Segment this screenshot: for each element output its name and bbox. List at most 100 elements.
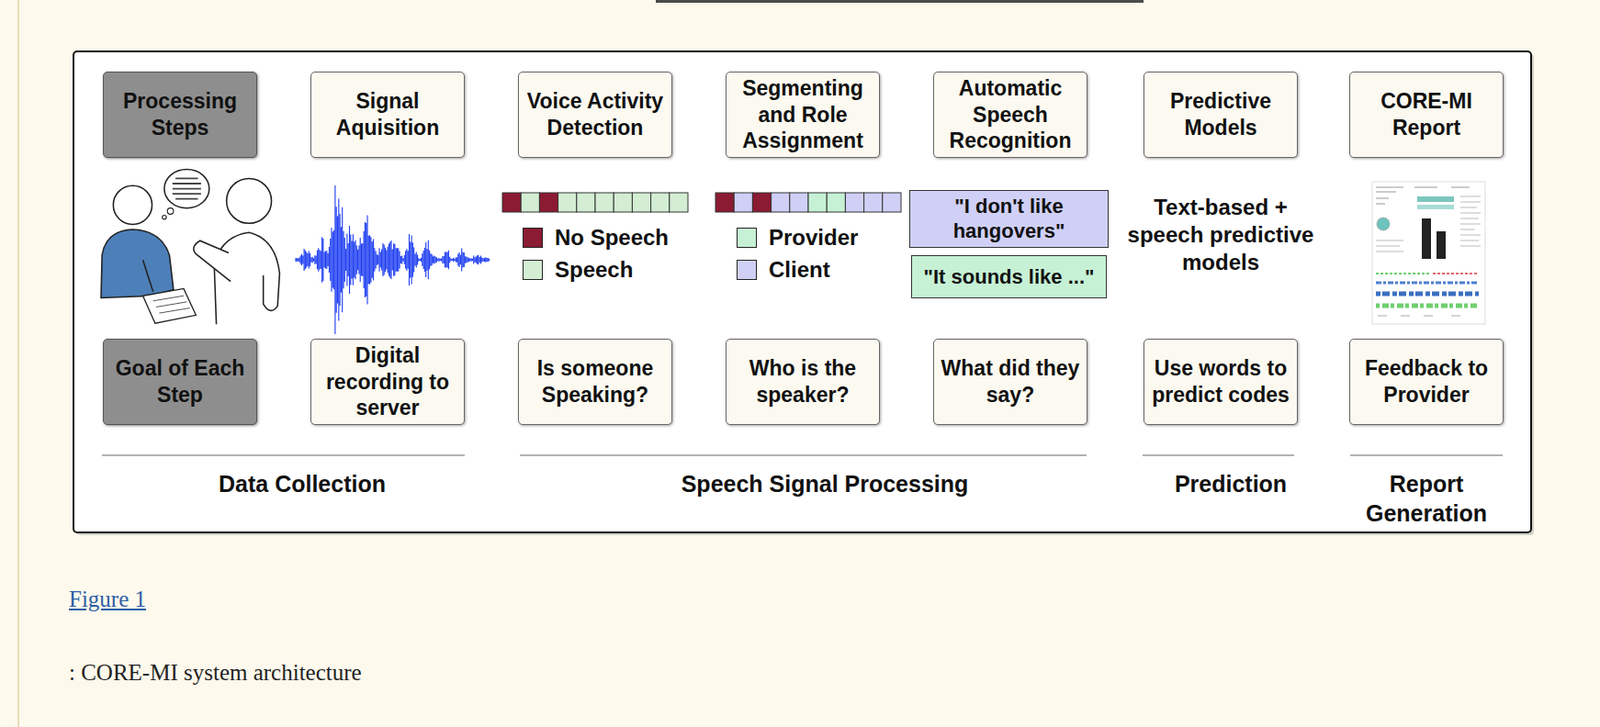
bubble-lines [172, 178, 202, 199]
legend-text: No Speech [554, 225, 669, 251]
segment-cell [631, 192, 651, 213]
legend-item: Speech [522, 256, 633, 284]
legend-item: No Speech [522, 224, 669, 252]
report-lines [1375, 196, 1481, 252]
bubble-tail [167, 208, 174, 215]
box-text: Predictive Models [1149, 88, 1292, 142]
legend-swatch [522, 227, 543, 248]
section-label: Prediction [1138, 469, 1323, 499]
segment-cell [845, 192, 864, 213]
report-strip [1375, 304, 1479, 309]
report-strip [1375, 292, 1479, 297]
box-text: Signal Aquisition [316, 88, 459, 142]
segment-cell [576, 192, 596, 213]
box-text: What did they say? [939, 355, 1082, 409]
process-box: Feedback to Provider [1349, 338, 1504, 426]
paper [143, 288, 197, 324]
box-text: Goal of Each Step [109, 355, 251, 409]
segment-cell [882, 192, 902, 213]
person-head [226, 178, 272, 224]
model-note: Text-based + speech predictive models [1123, 193, 1319, 277]
figure-caption: : CORE-MI system architecture [68, 659, 362, 688]
segment-cell [595, 192, 614, 213]
person-arm [143, 259, 154, 292]
figure-link: Figure 1 [68, 585, 147, 614]
process-box: CORE-MI Report [1349, 71, 1504, 158]
process-box: Is someone Speaking? [518, 338, 673, 426]
legend-swatch [736, 227, 757, 248]
legend-swatch [736, 259, 757, 281]
report-bar [1421, 218, 1431, 260]
process-box: Use words to predict codes [1143, 338, 1298, 426]
person-head [112, 185, 152, 225]
segment-cell [502, 192, 521, 213]
segment-cell [733, 192, 753, 213]
process-box: Predictive Models [1143, 71, 1298, 158]
process-box: Segmenting and Role Assignment [725, 71, 880, 158]
segment-cell [669, 192, 688, 213]
person-torso [101, 229, 174, 298]
segment-cell [715, 192, 734, 213]
top-bar [655, 0, 1144, 3]
legend-text: Provider [768, 225, 858, 251]
page-panel [18, 0, 1600, 727]
report-bar [1436, 231, 1446, 260]
process-box: Digital recording to server [310, 338, 465, 426]
report-lines [1375, 187, 1470, 204]
segment-cell [613, 192, 632, 213]
legend-swatch [522, 259, 543, 281]
box-text: Automatic Speech Recognition [939, 75, 1082, 155]
header-box: Processing Steps [102, 71, 258, 158]
box-text: Segmenting and Role Assignment [732, 75, 874, 155]
quote-box: "I don't like hangovers" [909, 190, 1109, 248]
box-text: Digital recording to server [316, 342, 459, 422]
speech-bubble [164, 169, 210, 208]
report-page [1372, 181, 1486, 325]
section-rule [101, 454, 1503, 457]
section-label: Speech Signal Processing [567, 469, 1082, 499]
box-text: Processing Steps [109, 88, 251, 142]
legend-item: Provider [736, 224, 858, 252]
header-box: Goal of Each Step [102, 338, 258, 426]
segment-cell [808, 192, 827, 213]
person-arm [193, 240, 231, 282]
report-lines [1377, 315, 1461, 317]
legend-item: Client [736, 256, 831, 284]
process-box: Signal Aquisition [310, 71, 465, 158]
segment-cell [789, 192, 809, 213]
section-label: Data Collection [127, 469, 477, 499]
section-label: Report Generation [1347, 469, 1506, 529]
process-box: Who is the speaker? [725, 338, 880, 426]
legend-text: Client [768, 257, 831, 283]
report-thumbnail [1372, 181, 1486, 325]
bubble-tail [162, 214, 167, 219]
segment-cell [826, 192, 846, 213]
waveform [295, 185, 490, 335]
segment-cell [520, 192, 540, 213]
legend-text: Speech [554, 257, 633, 283]
segment-cell [558, 192, 577, 213]
report-strip [1432, 272, 1479, 275]
report-strip [1375, 272, 1431, 275]
people-illustration [101, 169, 280, 325]
paper-lines [153, 295, 191, 314]
report-bar [1417, 204, 1454, 210]
report-bar [1417, 196, 1454, 203]
box-text: "I don't like hangovers" [913, 193, 1105, 245]
process-box: Voice Activity Detection [518, 71, 673, 158]
box-text: CORE-MI Report [1355, 88, 1498, 142]
process-box: Automatic Speech Recognition [933, 71, 1088, 158]
figure-frame [73, 51, 1532, 533]
segment-cell [651, 192, 670, 213]
box-text: Voice Activity Detection [524, 88, 666, 142]
report-pie [1376, 217, 1390, 231]
segment-cell [752, 192, 771, 213]
box-text: Use words to predict codes [1149, 355, 1292, 409]
box-text: Is someone Speaking? [524, 355, 666, 409]
process-box: What did they say? [933, 338, 1088, 426]
box-text: Who is the speaker? [732, 355, 874, 409]
segment-cell [539, 192, 558, 213]
segment-bars [502, 192, 902, 213]
box-text: Feedback to Provider [1355, 355, 1498, 409]
